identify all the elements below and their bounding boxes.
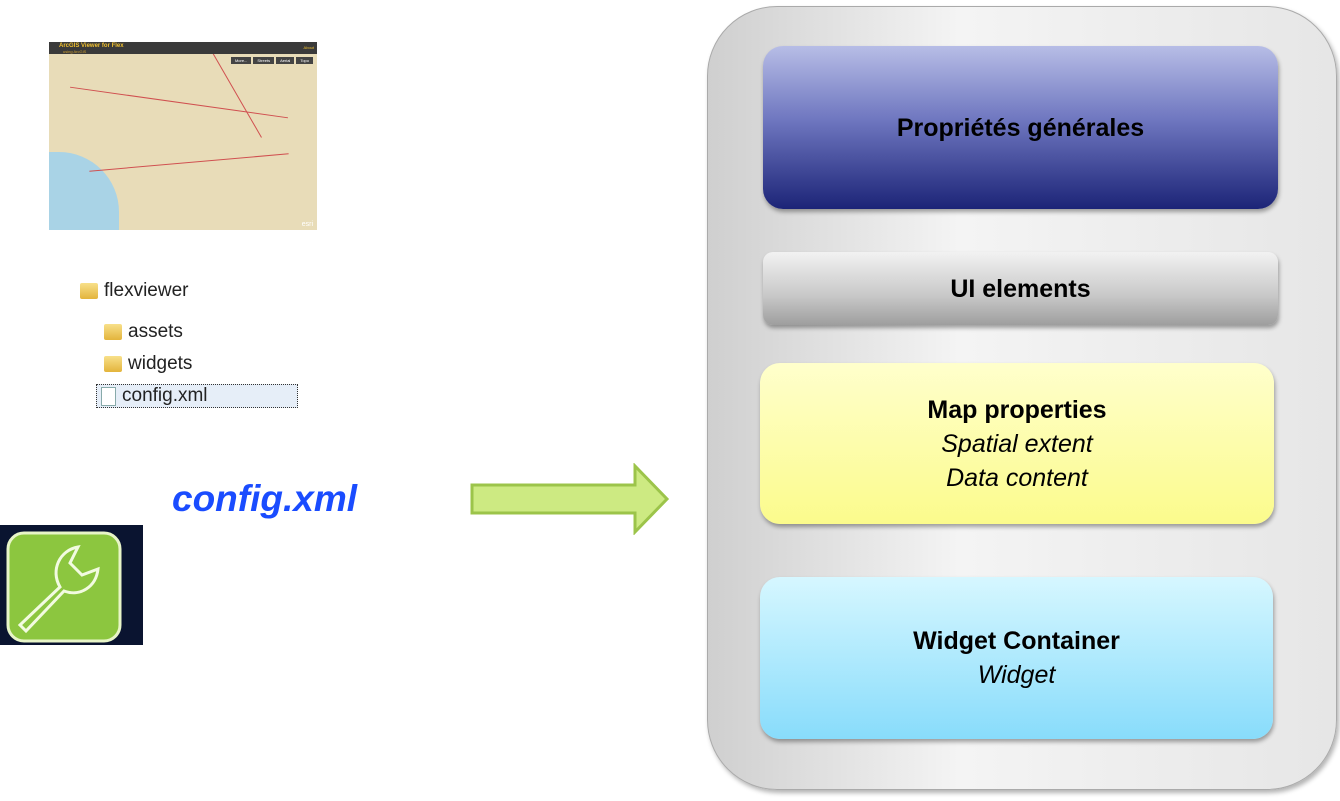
road — [70, 86, 288, 119]
folder-icon — [104, 324, 122, 340]
spatial-extent-text: Spatial extent — [941, 429, 1093, 458]
basemap-buttons: More... Streets Aerial Topo — [230, 57, 313, 64]
ui-elements-box: UI elements — [763, 252, 1278, 325]
folder-label: widgets — [128, 353, 193, 374]
general-properties-title: Propriétés générales — [896, 113, 1145, 142]
aerial-button[interactable]: Aerial — [276, 57, 295, 64]
road — [89, 153, 289, 172]
folder-label: assets — [128, 321, 183, 342]
wrench-tool-icon — [0, 525, 143, 645]
topo-button[interactable]: Topo — [296, 57, 313, 64]
folder-tree: flexviewer assets widgets config.xml — [68, 268, 300, 423]
file-config-xml[interactable]: config.xml — [96, 384, 298, 408]
map-header: ArcGIS Viewer for Flex using ArcGIS Abou… — [49, 42, 317, 54]
folder-flexviewer[interactable]: flexviewer — [80, 280, 188, 302]
widget-text: Widget — [977, 661, 1056, 689]
about-link[interactable]: About — [303, 45, 314, 50]
map-viewer-thumbnail: ArcGIS Viewer for Flex using ArcGIS Abou… — [49, 42, 317, 230]
config-xml-label: config.xml — [172, 478, 358, 519]
right-arrow-icon — [470, 463, 670, 535]
map-properties-title: Map properties — [927, 395, 1107, 424]
map-subtitle: using ArcGIS — [63, 49, 87, 54]
folder-label: flexviewer — [104, 280, 189, 301]
more-button[interactable]: More... — [230, 57, 252, 64]
file-label: config.xml — [122, 385, 208, 406]
widget-container-title: Widget Container — [913, 627, 1120, 655]
data-content-text: Data content — [946, 463, 1088, 492]
map-title: ArcGIS Viewer for Flex — [59, 43, 124, 49]
esri-logo: esri — [301, 221, 313, 228]
streets-button[interactable]: Streets — [253, 57, 275, 64]
ocean — [49, 152, 119, 230]
widget-container-box: Widget Container Widget — [760, 577, 1273, 739]
folder-icon — [80, 283, 98, 299]
folder-widgets[interactable]: widgets — [104, 353, 192, 375]
folder-icon — [104, 356, 122, 372]
map-properties-box: Map properties Spatial extent Data conte… — [760, 363, 1274, 524]
ui-elements-title: UI elements — [950, 274, 1091, 303]
file-icon — [101, 386, 116, 406]
folder-assets[interactable]: assets — [104, 321, 183, 343]
general-properties-box: Propriétés générales — [763, 46, 1278, 209]
